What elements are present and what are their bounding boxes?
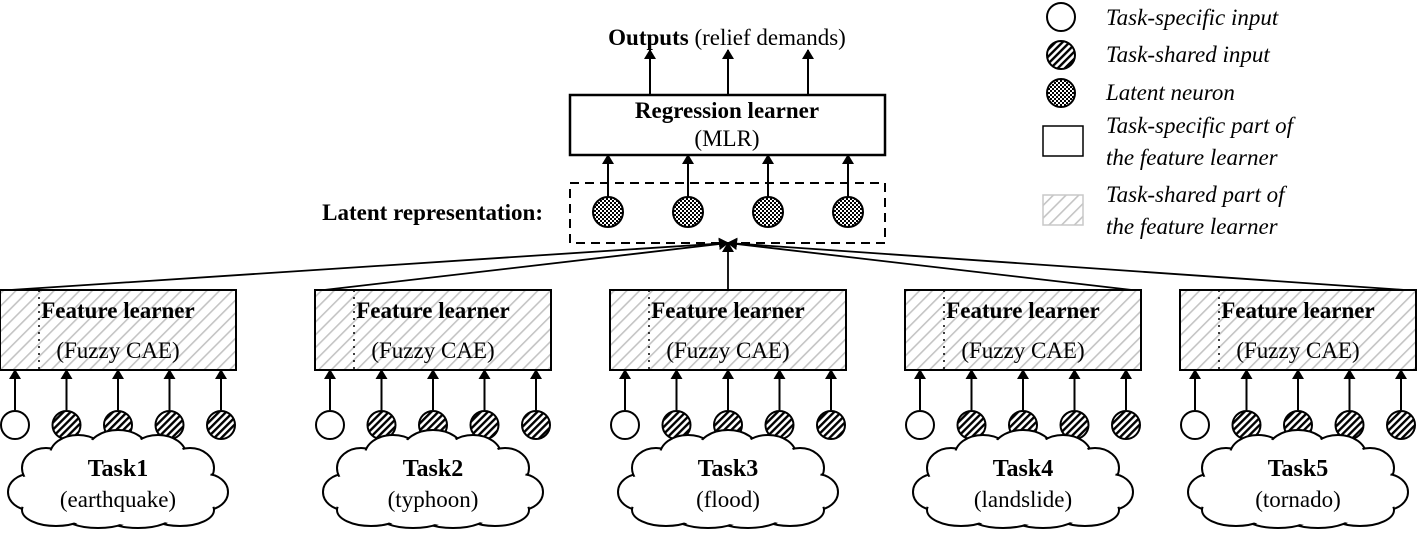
cloud-shape (7, 429, 229, 529)
task-inputs (0, 369, 1416, 440)
task-shared-input (521, 410, 551, 440)
feature-learner-subtitle: (Fuzzy CAE) (371, 338, 494, 363)
cloud-shape (912, 429, 1134, 529)
legend-latent-neuron-label: Latent neuron (1105, 80, 1235, 105)
legend: Task-specific input Task-shared input La… (1042, 2, 1297, 239)
cloud-shape (322, 429, 544, 529)
legend-shared-part-label-1: Task-shared part of (1106, 182, 1288, 207)
feature-learner-2: Feature learner (Fuzzy CAE) (314, 289, 552, 371)
cloud-core (644, 457, 812, 513)
task-desc: (tornado) (1255, 487, 1341, 512)
task-shared-input (206, 410, 236, 440)
cloud-core (34, 457, 202, 513)
legend-latent-neuron-icon (1046, 78, 1076, 108)
task-name: Task1 (88, 456, 149, 482)
task-name: Task5 (1268, 456, 1329, 482)
latent-layer (592, 154, 864, 228)
task-cloud-1: Task1 (earthquake) (7, 429, 229, 529)
converge-arrows (9, 237, 1406, 291)
output-arrows (644, 49, 814, 95)
feature-learner-subtitle: (Fuzzy CAE) (666, 338, 789, 363)
legend-shared-part-icon (1042, 194, 1084, 226)
task-specific-input (610, 410, 640, 440)
feature-learner-4: Feature learner (Fuzzy CAE) (904, 289, 1142, 371)
task-name: Task2 (403, 456, 464, 482)
feature-learner-title: Feature learner (1221, 298, 1374, 323)
feature-to-latent-arrow (323, 238, 729, 291)
task-desc: (flood) (696, 487, 760, 512)
task-cloud-5: Task5 (tornado) (1187, 429, 1409, 529)
feature-learner-title: Feature learner (946, 298, 1099, 323)
feature-learner-title: Feature learner (651, 298, 804, 323)
feature-learner-1: Feature learner (Fuzzy CAE) (0, 289, 237, 371)
cloud-shape (1187, 429, 1409, 529)
feature-learner-3: Feature learner (Fuzzy CAE) (609, 289, 847, 371)
task-specific-input (315, 410, 345, 440)
cloud-core (939, 457, 1107, 513)
legend-shared-input-icon (1046, 40, 1076, 70)
legend-specific-input-icon (1046, 2, 1076, 32)
feature-learner-title: Feature learner (41, 298, 194, 323)
legend-shared-input-label: Task-shared input (1106, 42, 1270, 67)
regression-learner-box: Regression learner (MLR) (568, 93, 887, 157)
task-specific-input (905, 410, 935, 440)
latent-label: Latent representation: (322, 200, 543, 225)
task-shared-input (1111, 410, 1141, 440)
feature-to-latent-arrow (727, 238, 1133, 291)
task-shared-input (1386, 410, 1416, 440)
task-desc: (earthquake) (60, 487, 176, 512)
latent-neuron (832, 196, 864, 228)
regression-title: Regression learner (635, 98, 819, 123)
legend-specific-input-label: Task-specific input (1106, 5, 1279, 30)
cloud-core (1214, 457, 1382, 513)
task-desc: (landslide) (974, 487, 1072, 512)
task-cloud-3: Task3 (flood) (617, 429, 839, 529)
task-cloud-2: Task2 (typhoon) (322, 429, 544, 529)
task-desc: (typhoon) (388, 487, 479, 512)
task-specific-input (0, 410, 30, 440)
latent-neuron (752, 196, 784, 228)
cloud-shape (617, 429, 839, 529)
task-cloud-4: Task4 (landslide) (912, 429, 1134, 529)
legend-shared-part-label-2: the feature learner (1106, 214, 1279, 239)
outputs-title: Outputs (relief demands) (608, 25, 846, 50)
cloud-core (349, 457, 517, 513)
feature-learner-subtitle: (Fuzzy CAE) (1236, 338, 1359, 363)
feature-learner-subtitle: (Fuzzy CAE) (961, 338, 1084, 363)
legend-specific-part-icon (1042, 125, 1084, 157)
feature-to-latent-arrow (9, 237, 729, 291)
feature-learner-subtitle: (Fuzzy CAE) (56, 338, 179, 363)
latent-neuron (672, 196, 704, 228)
regression-subtitle: (MLR) (694, 126, 759, 151)
task-name: Task4 (993, 456, 1054, 482)
feature-to-latent-arrow (727, 237, 1406, 291)
latent-neuron (592, 196, 624, 228)
feature-learner-5: Feature learner (Fuzzy CAE) (1179, 289, 1417, 371)
feature-learner-title: Feature learner (356, 298, 509, 323)
task-specific-input (1180, 410, 1210, 440)
task-shared-input (816, 410, 846, 440)
legend-specific-part-label-1: Task-specific part of (1106, 113, 1297, 138)
legend-specific-part-label-2: the feature learner (1106, 145, 1279, 170)
task-name: Task3 (698, 456, 759, 482)
